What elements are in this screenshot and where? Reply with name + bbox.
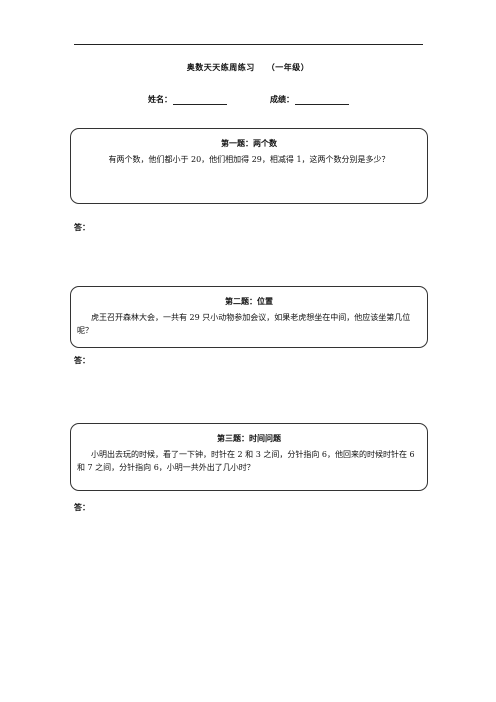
problem-box-1: 第一题：两个数 有两个数，他们都小于 20，他们相加得 29，相减得 1，这两个… bbox=[70, 128, 428, 204]
name-blank-line[interactable] bbox=[173, 95, 227, 105]
top-rule bbox=[74, 44, 423, 45]
problem-title-2: 第二题：位置 bbox=[225, 296, 273, 306]
score-field[interactable]: 成绩： bbox=[270, 94, 349, 105]
problem-text-1: 有两个数，他们都小于 20，他们相加得 29，相减得 1，这两个数分别是多少？ bbox=[108, 155, 390, 164]
problem-title-1: 第一题：两个数 bbox=[221, 138, 277, 148]
grade-text: （一年级） bbox=[266, 62, 310, 72]
answer-label-3: 答： bbox=[74, 502, 90, 512]
problem-text-2: 虎王召开森林大会，一共有 29 只小动物参加会议，如果老虎想坐在中间，他应该坐第… bbox=[77, 313, 411, 335]
problem-box-2: 第二题：位置 虎王召开森林大会，一共有 29 只小动物参加会议，如果老虎想坐在中… bbox=[70, 286, 428, 348]
worksheet-title: 奥数天天练周练习 （一年级） bbox=[0, 62, 496, 73]
problem-text-3: 小明出去玩的时候，看了一下钟，时针在 2 和 3 之间，分针指向 6，他回来的时… bbox=[77, 450, 415, 472]
score-label: 成绩： bbox=[270, 94, 294, 104]
answer-label-2: 答： bbox=[74, 355, 90, 365]
answer-label-1: 答： bbox=[74, 222, 90, 232]
title-text: 奥数天天练周练习 bbox=[186, 62, 255, 72]
name-label: 姓名： bbox=[148, 94, 172, 104]
score-blank-line[interactable] bbox=[295, 95, 349, 105]
problem-box-3: 第三题：时间问题 小明出去玩的时候，看了一下钟，时针在 2 和 3 之间，分针指… bbox=[70, 423, 428, 491]
name-field[interactable]: 姓名： bbox=[148, 94, 227, 105]
problem-title-3: 第三题：时间问题 bbox=[217, 433, 281, 443]
